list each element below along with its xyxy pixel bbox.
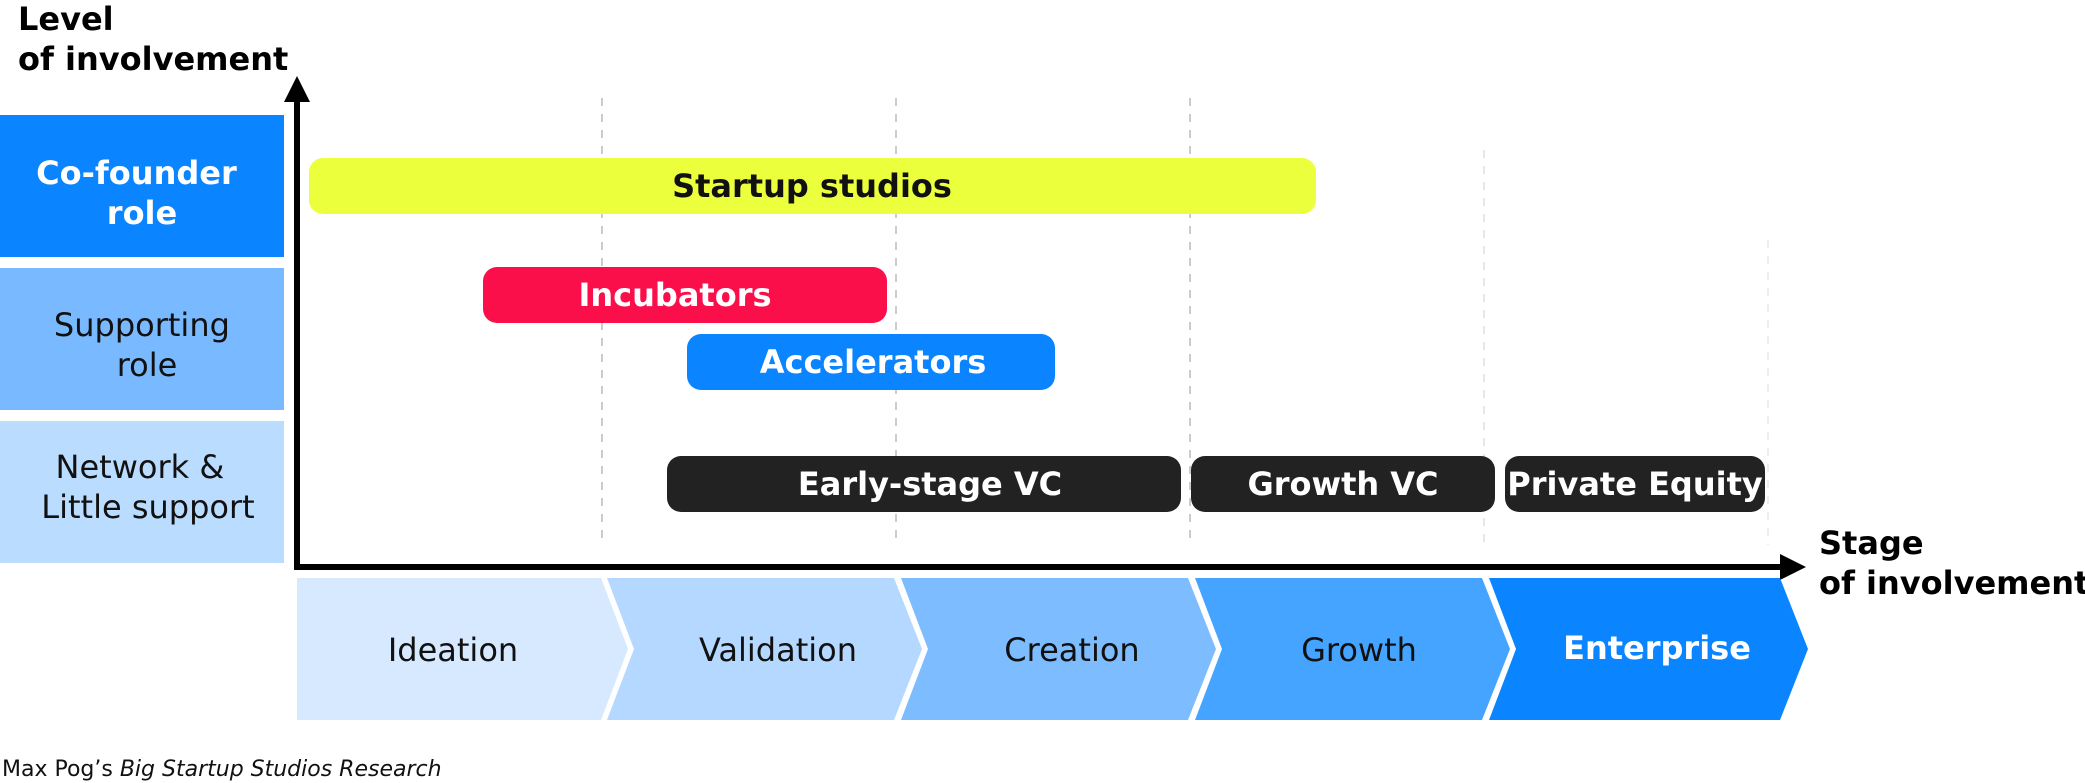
- role-network-line-1: Network &: [56, 448, 225, 486]
- y-axis-title-line-1: Level: [18, 0, 114, 38]
- stage-enterprise-label: Enterprise: [1563, 629, 1751, 667]
- x-axis-title-line-2: of involvement: [1819, 564, 2085, 602]
- role-co-founder-line-2: role: [107, 194, 177, 232]
- x-axis-title: Stage of involvement: [1819, 524, 2085, 602]
- bar-incubators-shape: [483, 267, 887, 323]
- role-network-line-2: Little support: [41, 488, 254, 526]
- role-label-co-founder: Co-founder role: [36, 154, 248, 232]
- bar-growth-vc-label: Growth VC: [1247, 465, 1438, 503]
- stage-growth-chevron: [1195, 578, 1510, 720]
- role-co-founder-line-1: Co-founder: [36, 154, 237, 192]
- bar-accelerators-label: Accelerators: [760, 343, 987, 381]
- stage-validation-label: Validation: [699, 631, 857, 669]
- y-axis-title: Level of involvement: [18, 0, 288, 78]
- bar-incubators: Incubators: [483, 267, 887, 323]
- stage-creation: Creation: [901, 578, 1216, 720]
- stage-enterprise-chevron: [1489, 578, 1808, 720]
- role-label-network: Network & Little support: [41, 448, 254, 526]
- role-supporting-line-2: role: [117, 346, 178, 384]
- role-label-supporting: Supporting role: [54, 306, 240, 384]
- x-axis-title-line-1: Stage: [1819, 524, 1924, 562]
- bar-growth-vc: Growth VC: [1191, 456, 1495, 512]
- y-axis-arrow-icon: [284, 76, 310, 102]
- bar-startup-studios: Startup studios: [309, 158, 1316, 214]
- role-supporting: Supporting role: [0, 268, 284, 410]
- y-axis-title-line-2: of involvement: [18, 40, 288, 78]
- stage-creation-label: Creation: [1004, 631, 1139, 669]
- role-scale: Co-founder role Supporting role Network …: [0, 115, 284, 563]
- role-supporting-line-1: Supporting: [54, 306, 230, 344]
- bar-startup-studios-shape: [309, 158, 1316, 214]
- bar-private-equity-label: Private Equity: [1507, 465, 1763, 503]
- bar-private-equity-shape: [1505, 456, 1765, 512]
- x-axis-arrow-icon: [1780, 554, 1806, 580]
- role-co-founder: Co-founder role: [0, 115, 284, 257]
- axes: [284, 76, 1806, 580]
- stage-validation-chevron: [607, 578, 922, 720]
- bar-early-stage-vc-shape: [667, 456, 1181, 512]
- bar-early-stage-vc-label: Early-stage VC: [798, 465, 1062, 503]
- bar-incubators-label: Incubators: [578, 276, 771, 314]
- bar-growth-vc-shape: [1191, 456, 1495, 512]
- stage-enterprise: Enterprise: [1489, 578, 1808, 720]
- credit-author: Max Pog’s: [2, 757, 120, 782]
- bar-startup-studios-label: Startup studios: [672, 167, 952, 205]
- credit-work: Big Startup Studios Research: [119, 757, 442, 782]
- involvement-bars: Startup studios Incubators Accelerators …: [309, 158, 1765, 512]
- stage-growth-label: Growth: [1301, 631, 1417, 669]
- bar-private-equity: Private Equity: [1505, 456, 1765, 512]
- stage-creation-chevron: [901, 578, 1216, 720]
- role-block-network: [0, 421, 284, 563]
- stage-ideation-label: Ideation: [388, 631, 518, 669]
- stage-ideation: Ideation: [297, 578, 628, 720]
- role-block-supporting: [0, 268, 284, 410]
- source-credit: Max Pog’s Big Startup Studios Research: [2, 757, 442, 782]
- role-network: Network & Little support: [0, 421, 284, 563]
- bar-early-stage-vc: Early-stage VC: [667, 456, 1181, 512]
- stage-chevrons: Ideation Validation Creation Growth Ente…: [297, 578, 1808, 720]
- stage-validation: Validation: [607, 578, 922, 720]
- role-block-co-founder: [0, 115, 284, 257]
- bar-accelerators-shape: [687, 334, 1055, 390]
- bar-accelerators: Accelerators: [687, 334, 1055, 390]
- stage-ideation-chevron: [297, 578, 628, 720]
- stage-growth: Growth: [1195, 578, 1510, 720]
